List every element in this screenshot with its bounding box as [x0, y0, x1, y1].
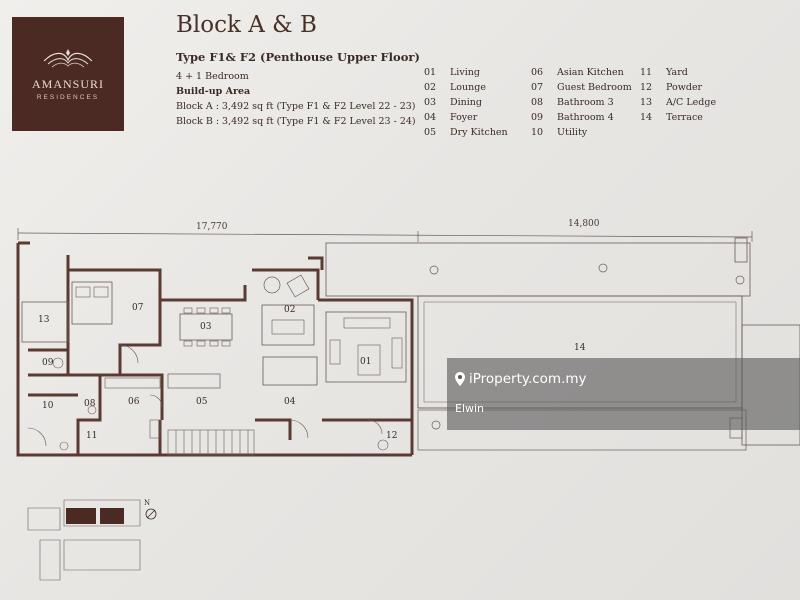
room-label-10: 10 [42, 401, 54, 411]
room-label-14: 14 [574, 343, 586, 353]
pillow [75, 286, 91, 298]
room-label-07: 07 [132, 303, 144, 313]
page-title: Block A & B [176, 12, 317, 38]
lounge-area [261, 304, 315, 346]
ac-unit [734, 237, 748, 263]
foyer-console [262, 356, 318, 386]
dining-chairs [183, 307, 231, 347]
key-plan-highlight [66, 508, 96, 524]
dimension-line [17, 232, 753, 238]
round-chair [263, 276, 281, 294]
sofa [343, 317, 391, 329]
yard-drain [59, 441, 69, 451]
room-label-03: 03 [200, 322, 212, 332]
toilet-08 [87, 405, 97, 415]
watermark-banner [447, 358, 800, 430]
key-plan [27, 499, 141, 581]
location-pin-icon [455, 372, 465, 386]
toilet-12 [377, 439, 389, 451]
coffee-table [357, 344, 381, 376]
column-mark [735, 275, 745, 285]
key-plan-highlight [100, 508, 124, 524]
room-label-04: 04 [284, 397, 296, 407]
block-b-area: Block B : 3,492 sq ft (Type F1 & F2 Leve… [176, 116, 416, 127]
room-label-11: 11 [86, 431, 97, 441]
upper-terrace-outline [325, 242, 751, 297]
dimension-left: 17,770 [196, 222, 228, 232]
room-label-12: 12 [386, 431, 397, 441]
room-label-08: 08 [84, 399, 96, 409]
brand-tagline: RESIDENCES [36, 94, 100, 101]
room-label-13: 13 [38, 315, 50, 325]
column-mark [429, 265, 439, 275]
room-13-ac-ledge [21, 301, 69, 343]
room-label-09: 09 [42, 358, 54, 368]
watermark-user: Elwin [455, 402, 485, 415]
room-label-01: 01 [360, 357, 371, 367]
brand-name: AMANSURI [31, 77, 104, 91]
logo-emblem-icon [43, 49, 93, 68]
main-walls [16, 241, 414, 457]
room-label-02: 02 [284, 305, 295, 315]
door-swings [27, 344, 383, 447]
kitchen-counter [167, 373, 221, 389]
staircase [167, 429, 255, 456]
lounge-rug [271, 319, 305, 335]
brand-logo: AMANSURI RESIDENCES [12, 17, 124, 131]
sink [149, 419, 161, 439]
pillow [93, 286, 109, 298]
unit-type: Type F1& F2 (Penthouse Upper Floor) [176, 50, 420, 64]
guest-bed [71, 281, 113, 325]
bedroom-count: 4 + 1 Bedroom [176, 71, 249, 82]
side-chair [391, 337, 403, 369]
room-label-06: 06 [128, 397, 140, 407]
column-mark [431, 420, 441, 430]
toilet-09 [52, 357, 64, 369]
asian-kitchen-counter [104, 377, 161, 389]
dimension-right: 14,800 [568, 219, 600, 229]
living-area [325, 311, 407, 383]
armchair [286, 274, 310, 298]
block-a-area: Block A : 3,492 sq ft (Type F1 & F2 Leve… [176, 101, 416, 112]
room-label-05: 05 [196, 397, 208, 407]
compass-icon [145, 508, 157, 520]
watermark-brand: iProperty.com.my [455, 371, 587, 387]
watermark-site: iProperty.com.my [469, 371, 587, 387]
dining-table [179, 313, 233, 341]
compass-needle [146, 509, 156, 519]
compass-label: N [144, 499, 150, 507]
buildup-label: Build-up Area [176, 86, 251, 97]
unit-info: 4 + 1 Bedroom Build-up Area Block A : 3,… [176, 69, 416, 129]
column-mark [598, 263, 608, 273]
side-chair [329, 339, 341, 365]
